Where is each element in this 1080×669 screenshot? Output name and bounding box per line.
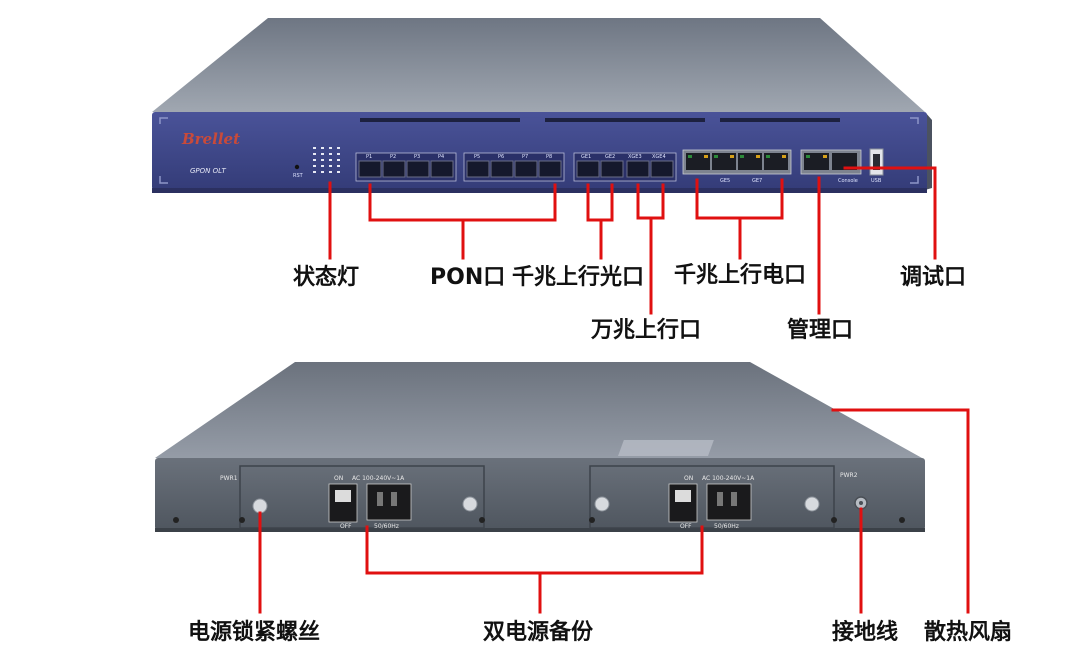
electrical-uplink-group: GE5 GE7 bbox=[682, 149, 792, 184]
psu-module-1 bbox=[239, 465, 485, 529]
ge-port-label: GE2 bbox=[605, 154, 615, 160]
ge-port-label: GE1 bbox=[581, 154, 591, 160]
brand-logo: Brellet bbox=[181, 130, 240, 148]
callout-dual-power-backup: 双电源备份 bbox=[483, 620, 594, 645]
xge-port-label: XGE3 bbox=[628, 154, 642, 160]
chassis-screws bbox=[173, 517, 905, 523]
pon-port[interactable] bbox=[430, 160, 454, 178]
console-port[interactable] bbox=[832, 153, 857, 170]
lock-screw[interactable] bbox=[252, 498, 268, 514]
callout-power-lock-screw: 电源锁紧螺丝 bbox=[188, 620, 321, 645]
power-switch[interactable] bbox=[668, 483, 698, 523]
psu-1-label: PWR1 bbox=[220, 475, 238, 482]
switch-off-label: OFF bbox=[680, 523, 692, 530]
ge-optical-port[interactable] bbox=[576, 160, 600, 178]
frequency-label: 50/60Hz bbox=[374, 523, 399, 530]
status-led-group bbox=[313, 147, 340, 173]
pon-port-label: P8 bbox=[546, 154, 552, 160]
lock-screw[interactable] bbox=[804, 496, 820, 512]
psu-2: ON AC 100-240V~1A OFF 50/60Hz bbox=[668, 475, 755, 530]
pon-port-label: P6 bbox=[498, 154, 504, 160]
xge-port[interactable] bbox=[650, 160, 674, 178]
power-rating-label: AC 100-240V~1A bbox=[702, 475, 755, 482]
console-label: Console bbox=[838, 178, 858, 184]
pon-port[interactable] bbox=[466, 160, 490, 178]
panel-brackets bbox=[159, 117, 919, 184]
usb-label: USB bbox=[871, 178, 882, 184]
front-chassis-top bbox=[152, 18, 925, 112]
callout-ground-wire: 接地线 bbox=[832, 620, 899, 645]
rear-chassis-top bbox=[155, 362, 922, 458]
callout-gigabit-uplink-optical: 千兆上行光口 bbox=[512, 265, 645, 290]
pon-port-group-2: P5 P6 P7 P8 bbox=[463, 152, 565, 182]
callout-status-light: 状态灯 bbox=[293, 265, 360, 290]
pon-port-label: P4 bbox=[438, 154, 444, 160]
front-device: Brellet GPON OLT RST P1 P2 P3 P4 bbox=[152, 18, 932, 193]
switch-off-label: OFF bbox=[340, 523, 352, 530]
rear-device: PWR1 PWR2 ON AC 100-240V~1A OFF 50/60Hz … bbox=[155, 362, 925, 532]
management-console-group: Console bbox=[800, 149, 862, 184]
pon-port[interactable] bbox=[514, 160, 538, 178]
callout-cooling-fan: 散热风扇 bbox=[924, 620, 1013, 645]
reset-label: RST bbox=[293, 173, 304, 179]
frequency-label: 50/60Hz bbox=[714, 523, 739, 530]
pon-port-label: P2 bbox=[390, 154, 396, 160]
pon-port[interactable] bbox=[382, 160, 406, 178]
ge-electrical-label: GE7 bbox=[752, 178, 762, 184]
callout-pon-port: PON口 bbox=[430, 265, 506, 290]
switch-on-label: ON bbox=[334, 475, 343, 482]
power-rating-label: AC 100-240V~1A bbox=[352, 475, 405, 482]
ge-electrical-label: GE5 bbox=[720, 178, 730, 184]
front-vent-slots bbox=[360, 118, 840, 122]
power-switch[interactable] bbox=[328, 483, 358, 523]
xge-port-label: XGE4 bbox=[652, 154, 666, 160]
callout-ten-gigabit-uplink: 万兆上行口 bbox=[591, 318, 702, 343]
ac-inlet[interactable] bbox=[706, 483, 752, 521]
management-port[interactable] bbox=[804, 153, 829, 170]
lock-screw[interactable] bbox=[462, 496, 478, 512]
callout-lines bbox=[258, 166, 970, 614]
ge-optical-port[interactable] bbox=[600, 160, 624, 178]
lock-screw[interactable] bbox=[594, 496, 610, 512]
reset-button[interactable] bbox=[294, 164, 300, 170]
pon-port-label: P5 bbox=[474, 154, 480, 160]
pon-port-label: P3 bbox=[414, 154, 420, 160]
model-label: GPON OLT bbox=[190, 167, 227, 175]
chassis-sticker bbox=[618, 440, 714, 456]
pon-port[interactable] bbox=[406, 160, 430, 178]
xge-port[interactable] bbox=[626, 160, 650, 178]
callout-debug-port: 调试口 bbox=[900, 265, 967, 290]
psu-module-2 bbox=[589, 465, 835, 529]
uplink-optical-group: GE1 GE2 XGE3 XGE4 bbox=[573, 152, 677, 182]
callout-gigabit-uplink-electrical: 千兆上行电口 bbox=[674, 263, 807, 288]
pon-port[interactable] bbox=[490, 160, 514, 178]
callout-management-port: 管理口 bbox=[787, 318, 854, 343]
pon-port[interactable] bbox=[538, 160, 562, 178]
pon-port-label: P1 bbox=[366, 154, 372, 160]
ac-inlet[interactable] bbox=[366, 483, 412, 521]
pon-port-group-1: P1 P2 P3 P4 bbox=[355, 152, 457, 182]
rear-panel bbox=[155, 458, 925, 530]
pon-port[interactable] bbox=[358, 160, 382, 178]
psu-1: ON AC 100-240V~1A OFF 50/60Hz bbox=[328, 475, 412, 530]
psu-2-label: PWR2 bbox=[840, 472, 858, 479]
pon-port-label: P7 bbox=[522, 154, 528, 160]
switch-on-label: ON bbox=[684, 475, 693, 482]
